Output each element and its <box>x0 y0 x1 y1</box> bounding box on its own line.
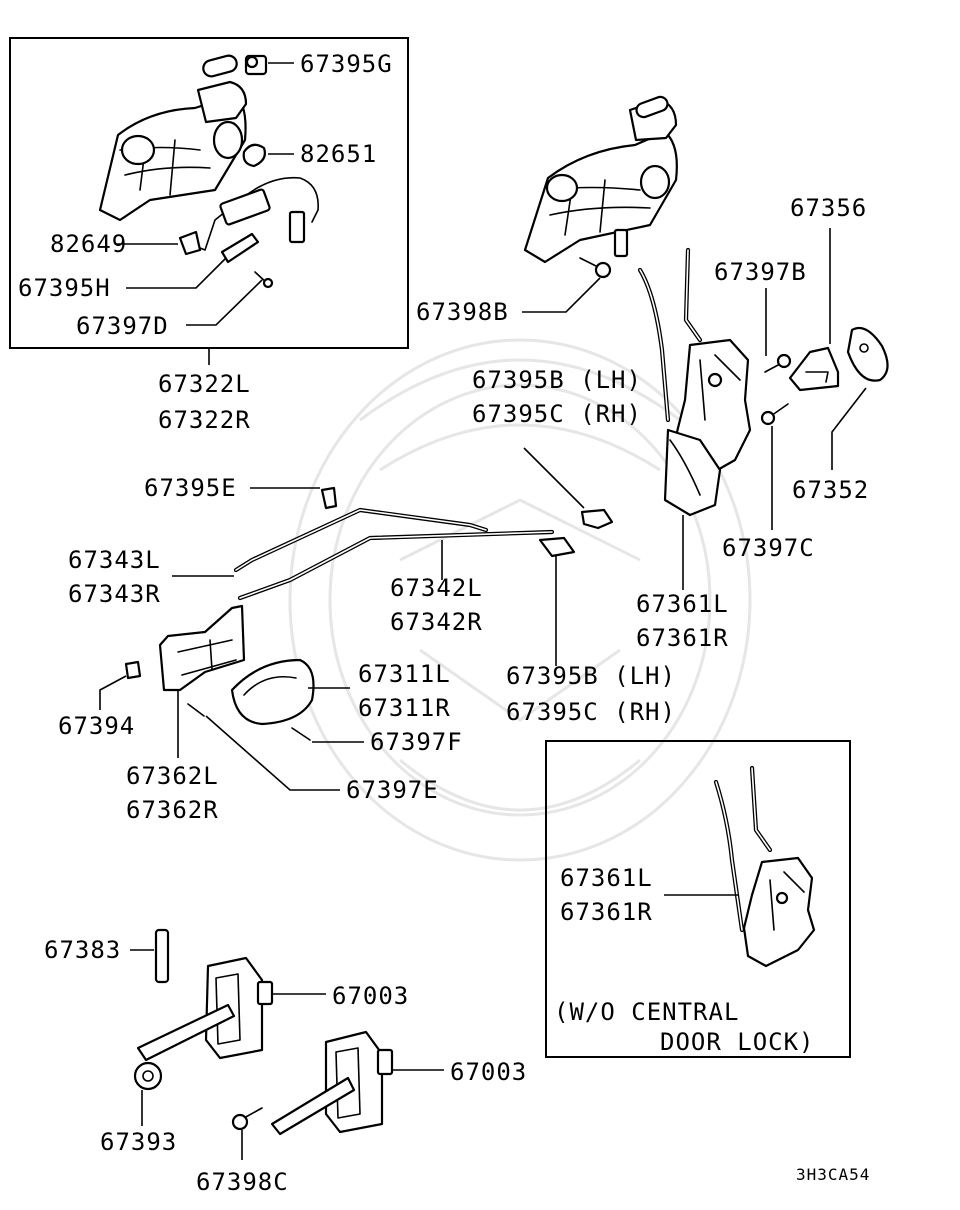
label-67003-upper: 67003 <box>332 982 409 1010</box>
label-67397F: 67397F <box>370 728 463 756</box>
striker-67356 <box>788 228 840 392</box>
outside-handle-body <box>98 54 248 222</box>
label-67394: 67394 <box>58 712 135 740</box>
door-check-upper <box>136 956 326 1062</box>
screw-67397E <box>187 703 205 717</box>
inside-handle <box>99 604 364 791</box>
label-67343R: 67343R <box>68 580 161 608</box>
label-67361R-box: 67361R <box>560 898 653 926</box>
label-67343L: 67343L <box>68 546 161 574</box>
label-82651: 82651 <box>300 140 377 168</box>
rod-82649 <box>178 176 319 256</box>
outside-handle-group <box>9 37 409 365</box>
bolt-67398C <box>231 1107 263 1160</box>
door-check-lower <box>270 1030 444 1136</box>
watermark <box>288 338 752 862</box>
label-82649: 82649 <box>50 230 127 258</box>
clip-67395G <box>244 54 268 76</box>
shim-67352 <box>831 326 889 470</box>
label-67362L: 67362L <box>126 762 219 790</box>
label-67395B-lower: 67395B (LH) <box>506 662 676 690</box>
label-67395G: 67395G <box>300 50 393 78</box>
label-67393: 67393 <box>100 1128 177 1156</box>
screw-67397F <box>291 727 311 741</box>
label-67362R: 67362R <box>126 796 219 824</box>
label-67003-lower: 67003 <box>450 1058 527 1086</box>
screw-67397D <box>254 271 274 289</box>
label-67397B: 67397B <box>714 258 807 286</box>
label-67352: 67352 <box>792 476 869 504</box>
label-67395C-upper: 67395C (RH) <box>472 400 642 428</box>
label-67322R: 67322R <box>158 406 251 434</box>
label-67395B-upper: 67395B (LH) <box>472 366 642 394</box>
label-67397D: 67397D <box>76 312 169 340</box>
bolt-67398B <box>579 257 612 279</box>
clip-67395H <box>220 232 260 264</box>
label-67361L: 67361L <box>636 590 729 618</box>
bushing-67393 <box>133 1061 163 1126</box>
note-line-2: DOOR LOCK) <box>660 1028 815 1056</box>
pin-67383 <box>130 928 170 984</box>
label-67398C: 67398C <box>196 1168 289 1196</box>
label-67398B: 67398B <box>416 298 509 326</box>
label-67356: 67356 <box>790 194 867 222</box>
seal-82651 <box>242 143 266 168</box>
part-labels: 67395G 82651 82649 67395H 67397D 67322L … <box>18 50 870 1196</box>
label-67342L: 67342L <box>390 574 483 602</box>
label-67311R: 67311R <box>358 694 451 722</box>
label-67397E: 67397E <box>346 776 439 804</box>
label-67395C-lower: 67395C (RH) <box>506 698 676 726</box>
outside-handle-rh <box>522 95 678 313</box>
label-67395E: 67395E <box>144 474 237 502</box>
label-67383: 67383 <box>44 936 121 964</box>
clip-67394 <box>124 660 142 680</box>
label-67322L: 67322L <box>158 370 251 398</box>
no-central-lock-group <box>545 740 851 1058</box>
note-line-1: (W/O CENTRAL <box>554 998 739 1026</box>
door-latch <box>637 247 752 590</box>
label-67311L: 67311L <box>358 660 451 688</box>
clip-67395BC-upper <box>523 447 614 530</box>
no-central-lock-frame <box>545 740 851 1058</box>
rods <box>172 486 576 666</box>
screw-67397B <box>764 288 792 373</box>
label-67397C: 67397C <box>722 534 815 562</box>
label-67395H: 67395H <box>18 274 111 302</box>
label-67361R: 67361R <box>636 624 729 652</box>
label-67342R: 67342R <box>390 608 483 636</box>
screw-67397C <box>760 403 789 530</box>
label-67361L-box: 67361L <box>560 864 653 892</box>
diagram-code: 3H3CA54 <box>796 1165 870 1184</box>
